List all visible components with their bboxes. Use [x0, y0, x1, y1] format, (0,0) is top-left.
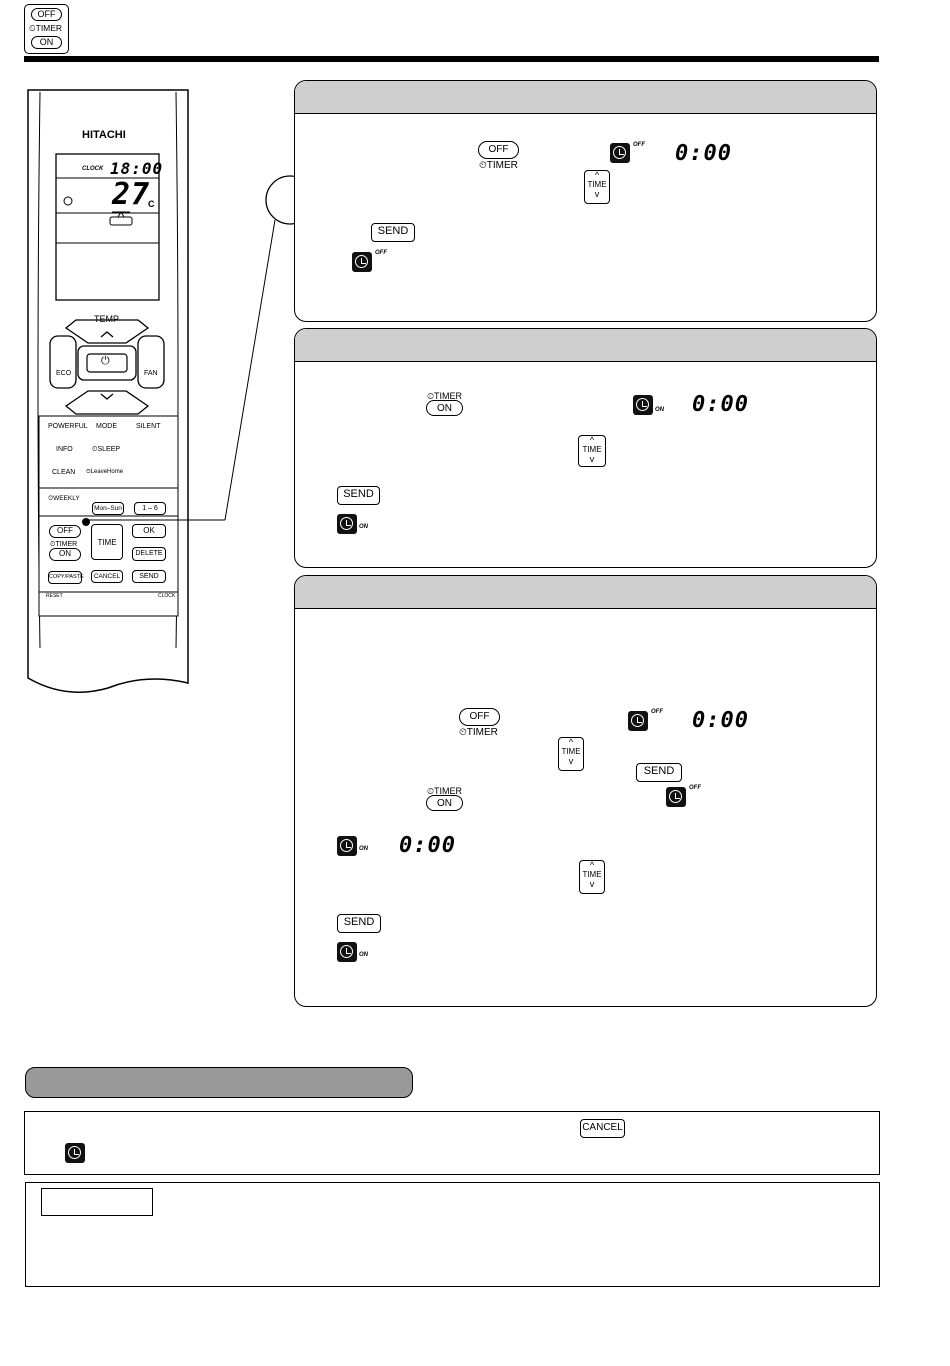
ok-button[interactable]: OK	[132, 524, 166, 538]
timer-header-icon: OFF ⏲TIMER ON	[24, 4, 69, 54]
off-button[interactable]: OFF	[478, 141, 519, 159]
remote-off-button[interactable]: OFF	[49, 525, 81, 538]
temperature-display: 27	[112, 177, 151, 212]
fan-label[interactable]: FAN	[144, 370, 158, 377]
time-button[interactable]: TIME	[91, 524, 123, 560]
on-timer-clock-icon	[337, 836, 357, 856]
cancel-timer-box: CANCEL	[24, 1111, 880, 1175]
mode-button[interactable]: MODE	[96, 423, 117, 430]
copy-paste-button[interactable]: COPY/PASTE	[48, 571, 84, 584]
weekly-button[interactable]: ⏲WEEKLY	[48, 495, 80, 502]
on-pill: ON	[31, 36, 62, 49]
mon-sun-button[interactable]: Mon–Sun	[92, 502, 124, 515]
send-button[interactable]: SEND	[371, 223, 415, 242]
time-display: 0:00	[675, 141, 732, 166]
leave-home-button[interactable]: ⏲LeaveHome	[86, 469, 124, 475]
eco-label[interactable]: ECO	[56, 370, 72, 377]
off-button[interactable]: OFF	[459, 708, 500, 726]
panel-header-bar	[295, 576, 876, 609]
reset-label[interactable]: RESET	[46, 593, 63, 599]
off-superscript: OFF	[689, 785, 701, 791]
clock-display: 18:00	[110, 159, 164, 178]
send-button[interactable]: SEND	[337, 914, 381, 933]
info-button[interactable]: INFO	[56, 446, 73, 453]
time-display: 0:00	[399, 833, 456, 858]
temperature-unit: C	[148, 199, 155, 209]
on-superscript: ON	[655, 407, 664, 413]
off-superscript: OFF	[633, 142, 645, 148]
note-label-box	[41, 1188, 153, 1216]
timer-clock-icon	[65, 1143, 85, 1163]
power-button[interactable]: ⏻	[101, 355, 110, 367]
timer-label: ⏲TIMER	[459, 727, 498, 738]
off-timer-clock-icon	[610, 143, 630, 163]
on-button[interactable]: ON	[426, 795, 463, 811]
send-button[interactable]: SEND	[337, 486, 380, 505]
on-timer-clock-icon	[337, 942, 357, 962]
remote-on-button[interactable]: ON	[49, 548, 81, 561]
note-box	[25, 1182, 880, 1287]
off-superscript: OFF	[375, 250, 387, 256]
off-timer-clock-icon	[628, 711, 648, 731]
cancel-button[interactable]: CANCEL	[580, 1119, 625, 1138]
panel-header-bar	[295, 81, 876, 114]
section-header-bar	[25, 1067, 413, 1098]
clock-label: CLOCK	[82, 166, 104, 172]
timer-label: ⏲TIMER	[427, 391, 463, 401]
timer-label: ⏲TIMER	[479, 160, 518, 171]
time-display: 0:00	[692, 392, 749, 417]
brand-label: HITACHI	[82, 129, 126, 141]
delete-button[interactable]: DELETE	[132, 547, 166, 561]
on-timer-clock-icon	[633, 395, 653, 415]
silent-button[interactable]: SILENT	[136, 423, 161, 430]
on-superscript: ON	[359, 952, 368, 958]
remote-timer-label: ⏲TIMER	[50, 541, 78, 548]
cancel-button[interactable]: CANCEL	[91, 570, 123, 583]
timer-label: ⏲TIMER	[427, 786, 463, 796]
on-superscript: ON	[359, 846, 368, 852]
timer-label: ⏲TIMER	[29, 23, 63, 33]
on-superscript: ON	[359, 524, 368, 530]
clock-button[interactable]: CLOCK	[158, 593, 176, 599]
on-timer-clock-icon	[337, 514, 357, 534]
temp-label: TEMP	[94, 314, 120, 324]
one-six-button[interactable]: 1 – 6	[134, 502, 166, 515]
powerful-button[interactable]: POWERFUL	[48, 423, 88, 430]
off-superscript: OFF	[651, 709, 663, 715]
time-display: 0:00	[692, 708, 749, 733]
sleep-button[interactable]: ⏲SLEEP	[92, 446, 121, 453]
panel-header-bar	[295, 329, 876, 362]
send-button[interactable]: SEND	[636, 763, 682, 782]
on-button[interactable]: ON	[426, 400, 463, 416]
clean-button[interactable]: CLEAN	[52, 469, 76, 476]
off-timer-clock-icon	[352, 252, 372, 272]
header-rule	[24, 56, 879, 62]
remote-control: HITACHI CLOCK 18:00 27 C TEMP ECO FAN ⏻ …	[26, 88, 190, 700]
off-pill: OFF	[31, 8, 62, 21]
off-timer-clock-icon	[666, 787, 686, 807]
send-button[interactable]: SEND	[132, 570, 166, 583]
